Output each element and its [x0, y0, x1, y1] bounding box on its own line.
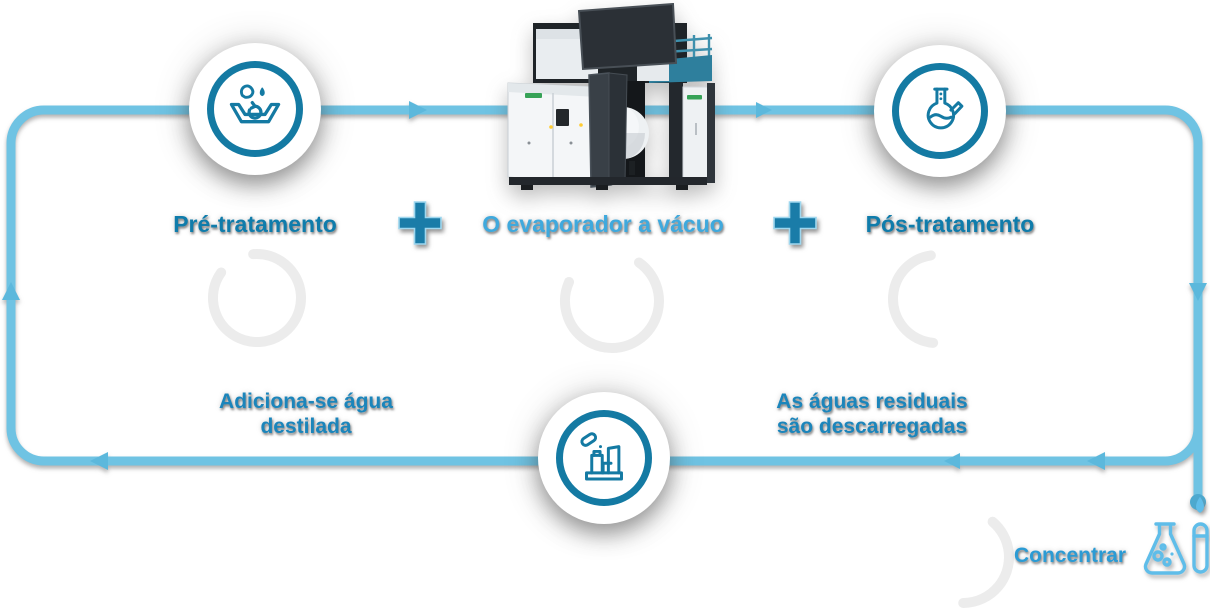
annotation-line: são descarregadas	[776, 415, 968, 438]
arrow-down-icon	[1189, 283, 1207, 301]
flask-testtube-icon	[1138, 494, 1210, 602]
arrow-right-icon	[409, 101, 427, 119]
ghost-ring	[888, 250, 986, 348]
annotation-add-water: Adiciona-se água destilada	[156, 389, 456, 439]
ghost-ring	[208, 249, 306, 348]
node-pre-treatment	[189, 43, 321, 175]
plus-icon	[397, 200, 443, 246]
arrow-right-icon	[756, 102, 772, 118]
arrow-up-icon	[2, 282, 20, 300]
label-pre-treatment: Pré-tratamento	[173, 211, 337, 237]
annotation-line: Adiciona-se água	[219, 390, 393, 413]
label-evaporator-link[interactable]: O evaporador a vácuo	[482, 211, 724, 237]
ghost-ring	[912, 506, 1014, 608]
label-post-treatment: Pós-tratamento	[865, 211, 1035, 237]
round-flask-icon	[912, 83, 968, 139]
label-concentrate: Concentrar	[1013, 544, 1127, 567]
node-discharge-factory	[538, 392, 670, 524]
factory-icon	[576, 430, 632, 486]
plus-icon	[772, 200, 818, 246]
arrow-left-icon	[1087, 452, 1105, 470]
flow-arrows	[2, 101, 1207, 470]
basin-recycle-icon	[226, 80, 284, 138]
annotation-wastewater: As águas residuais são descarregadas	[722, 389, 1022, 439]
node-ring	[207, 61, 303, 157]
node-post-treatment	[874, 45, 1006, 177]
node-ring	[892, 63, 988, 159]
node-ring	[556, 410, 652, 506]
annotation-line: As águas residuais	[776, 390, 968, 413]
vacuum-evaporator-machine-image	[501, 3, 715, 191]
arrow-left-icon	[944, 453, 960, 469]
arrow-left-icon	[90, 452, 108, 470]
annotation-line: destilada	[260, 415, 352, 438]
ghost-ring	[560, 249, 664, 353]
